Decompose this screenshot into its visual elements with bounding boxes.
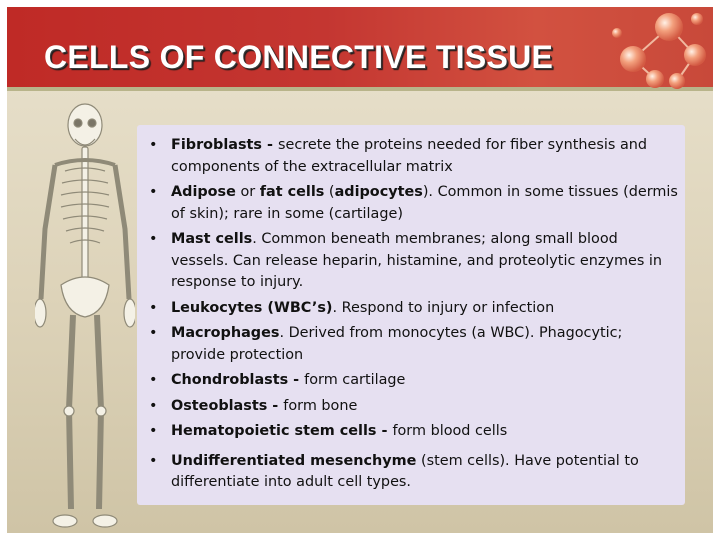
list-item: • Adipose or fat cells (adipocytes). Comm… [137, 182, 679, 225]
bullet-icon: • [149, 231, 158, 247]
item-term: fat cells [259, 184, 325, 200]
bullet-icon: • [149, 184, 158, 200]
item-text: form blood cells [392, 423, 508, 439]
item-text: secrete the proteins needed for fiber sy… [171, 137, 648, 175]
list-item: • Macrophages. Derived from monocytes (a … [137, 323, 679, 366]
bullet-icon: • [149, 325, 158, 341]
bullet-icon: • [149, 423, 158, 439]
item-text: (stem cells). Have potential to differen… [171, 452, 639, 491]
bullet-icon: • [149, 397, 158, 414]
list-item: • Chondroblasts - form cartilage [137, 370, 679, 392]
item-text: . Derived from monocytes (a WBC). Phagoc… [171, 325, 623, 363]
list-item: • Leukocytes (WBC’s). Respond to injury o… [137, 298, 679, 320]
item-text: or [235, 184, 260, 200]
bullet-icon: • [149, 452, 158, 469]
bullet-list: • Fibroblasts - secrete the proteins need… [137, 135, 679, 498]
item-term: adipocytes [334, 184, 423, 200]
item-text: ( [324, 184, 335, 200]
item-term: Adipose [171, 184, 236, 200]
item-text: form cartilage [304, 372, 406, 388]
item-text: . Common beneath membranes; along small … [171, 231, 663, 290]
list-item: • Fibroblasts - secrete the proteins need… [137, 135, 679, 178]
title-bar: CELLS OF CONNECTIVE TISSUE [7, 7, 713, 91]
molecule-cluster-graphic [612, 13, 706, 89]
item-text: . Respond to injury or infection [332, 299, 555, 316]
item-term: Macrophages [171, 325, 280, 341]
list-item: • Undifferentiated mesenchyme (stem cells… [137, 451, 679, 494]
bullet-icon: • [149, 299, 158, 316]
list-item: • Osteoblasts - form bone [137, 396, 679, 418]
item-term: Leukocytes (WBC’s) [171, 299, 333, 316]
bullet-icon: • [149, 137, 158, 153]
bullet-icon: • [149, 372, 158, 388]
item-text: ). Common in some tissues (dermis of ski… [171, 184, 678, 222]
item-term: Chondroblasts - [171, 372, 305, 388]
item-text: form bone [283, 397, 358, 414]
list-item: • Hematopoietic stem cells - form blood c… [137, 421, 679, 443]
item-term: Fibroblasts - [171, 137, 278, 153]
bullet-panel: • Fibroblasts - secrete the proteins need… [137, 125, 685, 505]
slide: CELLS OF CONNECTIVE TISSUE [7, 7, 713, 533]
slide-title: CELLS OF CONNECTIVE TISSUE [44, 39, 554, 75]
item-term: Hematopoietic stem cells - [171, 423, 393, 439]
skeleton-illustration [35, 103, 135, 528]
item-term: Undifferentiated mesenchyme [171, 452, 417, 469]
item-term: Mast cells [171, 231, 253, 247]
list-item: • Mast cells. Common beneath membranes; a… [137, 229, 679, 294]
item-term: Osteoblasts - [171, 397, 284, 414]
